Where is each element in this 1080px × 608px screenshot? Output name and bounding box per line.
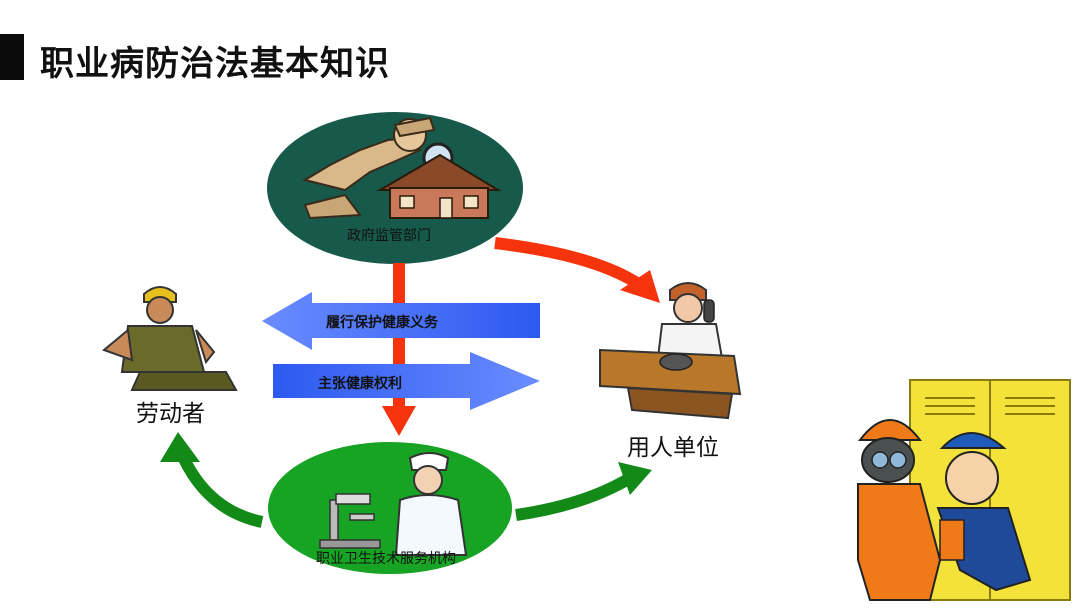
service-node-label: 职业卫生技术服务机构: [316, 551, 456, 567]
obligation-arrow: [262, 292, 540, 350]
page-title: 职业病防治法基本知识: [40, 44, 390, 84]
gov-to-employer-arrow: [494, 237, 644, 291]
gov-node-label: 政府监管部门: [347, 228, 431, 244]
obligation-arrow-label: 履行保护健康义务: [326, 315, 438, 331]
service-to-employer-arrowhead: [618, 462, 652, 495]
worker-label: 劳动者: [136, 401, 205, 427]
employer-label: 用人单位: [627, 435, 719, 461]
right-arrow: [273, 352, 540, 410]
service-to-worker-arrowhead: [160, 432, 200, 462]
service-to-worker-arrow: [174, 447, 264, 528]
safety-workers-illustration: [857, 379, 1071, 601]
nurse-microscope-illustration: [319, 452, 468, 556]
worker-illustration: [102, 286, 238, 391]
gov-to-employer-arrowhead: [620, 270, 660, 303]
gov-to-service-arrowhead: [382, 406, 416, 436]
inspector-house-illustration: [302, 116, 502, 220]
right-arrow-label: 主张健康权利: [318, 376, 402, 392]
service-to-employer-arrow: [515, 472, 634, 521]
employer-illustration: [599, 282, 742, 420]
title-accent-bar: [0, 34, 24, 80]
